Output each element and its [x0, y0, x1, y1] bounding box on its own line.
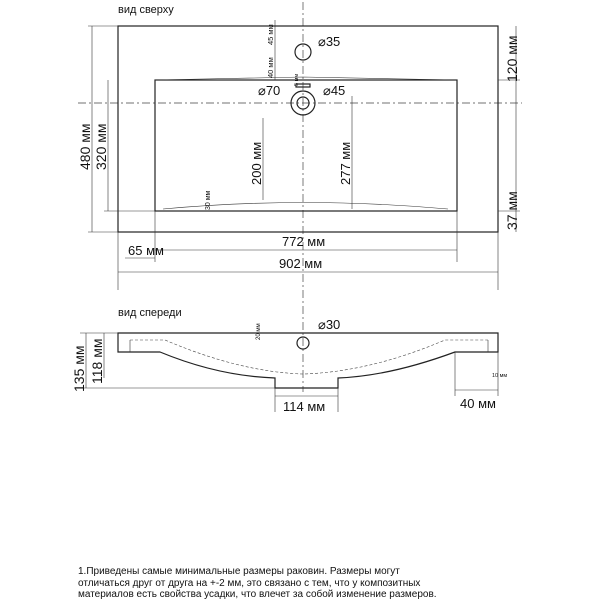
dim-120-label: 120 мм	[504, 36, 520, 83]
drain-outer	[290, 90, 316, 116]
dim-200-label: 200 мм	[249, 142, 264, 185]
top-bowl-outline	[154, 79, 458, 212]
dim-772-label: 772 мм	[282, 234, 325, 249]
footnote: 1.Приведены самые минимальные размеры ра…	[78, 566, 598, 601]
faucet-diameter-label: ⌀35	[318, 34, 340, 49]
drain-inner	[296, 96, 310, 110]
bowl-back-slope	[154, 76, 458, 81]
dim-480-label: 480 мм	[77, 124, 93, 171]
front-dim-40-label: 40 мм	[460, 396, 496, 411]
front-dim-20-label: 20 мм	[256, 323, 262, 340]
overflow-slot	[295, 83, 311, 88]
front-view-label: вид спереди	[118, 307, 182, 319]
dim-37-label: 37 мм	[504, 191, 520, 230]
bowl-front-curve	[162, 202, 449, 210]
faucet-hole	[294, 43, 312, 61]
front-d30-label: ⌀30	[318, 317, 340, 332]
front-dim-114-label: 114 мм	[283, 399, 325, 414]
footnote-line-3: материалов есть свойства усадки, что вле…	[78, 589, 437, 600]
front-drain-hole	[296, 336, 310, 350]
drain-d70-label: ⌀70	[258, 83, 280, 98]
front-dim-10-label: 10 мм	[492, 373, 507, 379]
dim-30-label: 30 мм	[205, 190, 212, 210]
top-view-label: вид сверху	[118, 4, 174, 16]
front-profile-outline	[117, 332, 499, 389]
dim-65-label: 65 мм	[128, 243, 164, 258]
top-outer-outline	[117, 25, 499, 233]
dim-277-label: 277 мм	[338, 142, 353, 185]
front-dim-118-label: 118 мм	[89, 339, 105, 384]
drain-d45-label: ⌀45	[323, 83, 345, 98]
dim-902-label: 902 мм	[279, 256, 322, 271]
front-bowl-hidden-line	[130, 339, 488, 375]
dim-40-label: 40 мм	[266, 57, 275, 78]
dim-320-label: 320 мм	[93, 124, 109, 171]
dim-5-label: 5 мм	[294, 74, 300, 86]
footnote-line-1: 1.Приведены самые минимальные размеры ра…	[78, 566, 400, 577]
footnote-line-2: отличаться друг от друга на +-2 мм, это …	[78, 577, 421, 589]
dim-45-label: 45 мм	[266, 24, 275, 45]
front-dim-135-label: 135 мм	[71, 346, 87, 393]
